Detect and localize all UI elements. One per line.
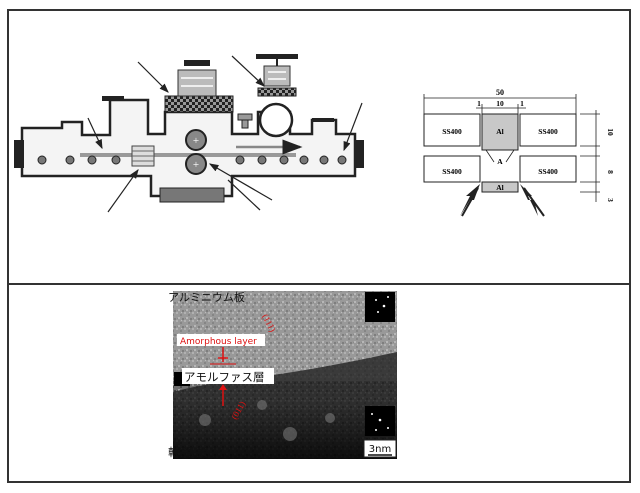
amorphous-jp-label-box <box>182 368 274 384</box>
steel-plate-label: 軟 鋼 板 <box>168 445 208 459</box>
diffraction-inset-top <box>365 292 395 322</box>
svg-text:+: + <box>193 159 199 171</box>
left-flange <box>14 140 24 168</box>
steel-block-top-left <box>423 113 481 147</box>
lower-support-block <box>159 187 225 203</box>
svg-text:+: + <box>193 135 199 147</box>
chamber-ledge-right <box>312 118 334 122</box>
dimension-right-top: 10 <box>606 128 615 136</box>
rolling-apparatus-diagram: + + <box>14 54 364 213</box>
metal-strip <box>80 153 296 157</box>
right-flange <box>354 140 364 168</box>
aluminum-label-top: Al <box>496 127 504 136</box>
steel-block-bottom-right <box>519 155 577 183</box>
dimension-right-bottom: 3 <box>606 198 615 202</box>
steel-label-bottom-left: SS400 <box>442 167 462 176</box>
upper-press-cap <box>177 69 217 97</box>
upper-roll <box>185 129 207 151</box>
pointer-arrows <box>87 55 363 213</box>
steel-label-top-left: SS400 <box>442 127 462 136</box>
aluminum-plate-label: アルミニウム板 <box>168 290 245 304</box>
steel-block-bottom-left <box>423 155 481 183</box>
etching-fixture-block <box>257 87 297 97</box>
scale-bar-box <box>363 439 397 458</box>
transport-rollers <box>37 155 347 165</box>
dimension-center: 10 <box>496 99 504 108</box>
amorphous-layer-en-label: Amorphous layer <box>180 337 257 347</box>
amorphous-label-box <box>177 334 265 346</box>
lower-roll <box>185 153 207 175</box>
chamber-ledge-left <box>102 96 124 101</box>
steel-label-top-right: SS400 <box>538 127 558 136</box>
load-arrow-right <box>520 184 538 216</box>
dimension-right-gap: 1 <box>520 99 524 108</box>
aluminum-insert-top <box>481 113 519 151</box>
dimension-left-gap: 1 <box>477 99 481 108</box>
dimension-right-mid: 8 <box>606 170 615 174</box>
tem-micrograph: アルミニウム板 (111) Amorphous layer アモルファス層 (0… <box>168 290 397 459</box>
point-a-label: A <box>497 157 503 166</box>
scale-bar-label: 3nm <box>369 444 391 455</box>
steel-label-bottom-right: SS400 <box>538 167 558 176</box>
panel-divider <box>7 283 631 285</box>
aluminum-insert-bottom <box>481 181 519 193</box>
fixture-roller <box>258 102 294 138</box>
dimension-total: 50 <box>496 88 504 97</box>
joint-cross-section: 50 1 10 1 SS400 Al SS400 A SS400 Al SS40… <box>423 88 615 217</box>
steel-block-top-right <box>519 113 577 147</box>
amorphous-layer-jp-label: アモルファス層 <box>184 370 265 384</box>
aluminum-label-bottom: Al <box>496 183 504 192</box>
